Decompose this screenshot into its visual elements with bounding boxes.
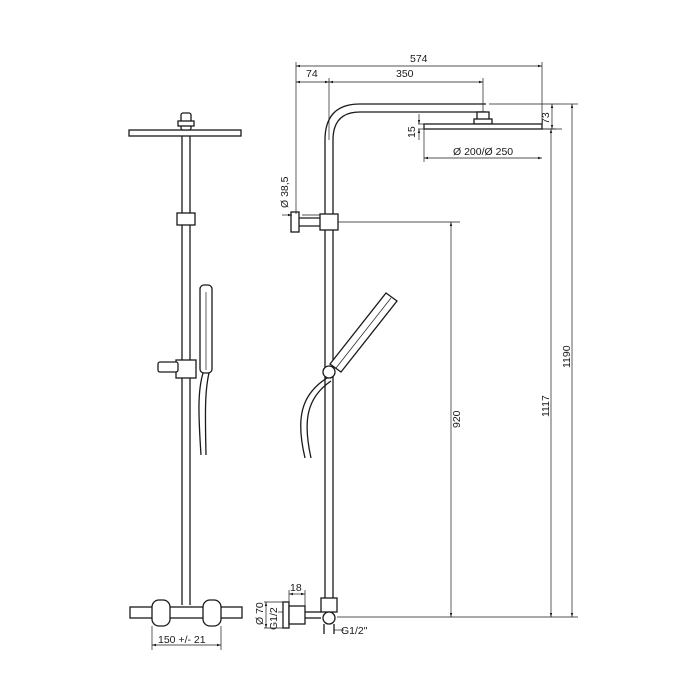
dimension-lines: 574 74 350 73 15 Ø 200/Ø 250 Ø 38,5 920 — [254, 53, 578, 637]
front-knob-right — [202, 599, 222, 627]
dim-connector-width: 18 — [290, 582, 302, 594]
side-shower-arm — [324, 103, 486, 141]
front-wall-bracket — [176, 212, 196, 226]
dim-arm-length: 350 — [396, 68, 414, 80]
side-hand-shower — [329, 292, 398, 373]
side-wall-bracket — [290, 211, 300, 233]
dim-connector-thread-right: G1/2" — [341, 625, 368, 637]
front-view: 150 +/- 21 — [128, 112, 243, 650]
side-slider-holder — [322, 365, 336, 379]
front-mixer-body — [129, 606, 243, 619]
side-bottom-connector — [320, 597, 338, 613]
dim-head-diameter: Ø 200/Ø 250 — [453, 146, 513, 158]
dim-head-height: 73 — [540, 112, 552, 124]
dim-arm-offset: 74 — [306, 68, 318, 80]
side-rain-head — [423, 123, 543, 130]
front-shower-head — [128, 129, 242, 137]
dim-flange-diameter: Ø 70 — [254, 602, 266, 625]
dim-connector-thread-left: G1/2 — [268, 607, 280, 630]
dim-head-total-height: 1117 — [540, 395, 552, 417]
dim-pipe-diameter: Ø 38,5 — [279, 176, 291, 208]
side-view — [282, 103, 543, 634]
dim-overall-width: 574 — [410, 53, 428, 65]
front-slider — [175, 359, 197, 379]
side-shower-hose — [300, 377, 328, 459]
dim-slider-height: 920 — [451, 410, 463, 428]
side-wall-flange — [282, 601, 290, 629]
front-shower-hose — [198, 372, 204, 456]
dim-overall-height: 1190 — [561, 345, 573, 368]
front-knob-left — [151, 599, 171, 627]
dim-head-thickness: 15 — [406, 126, 418, 138]
valve-spacing-label: 150 +/- 21 — [158, 634, 206, 646]
